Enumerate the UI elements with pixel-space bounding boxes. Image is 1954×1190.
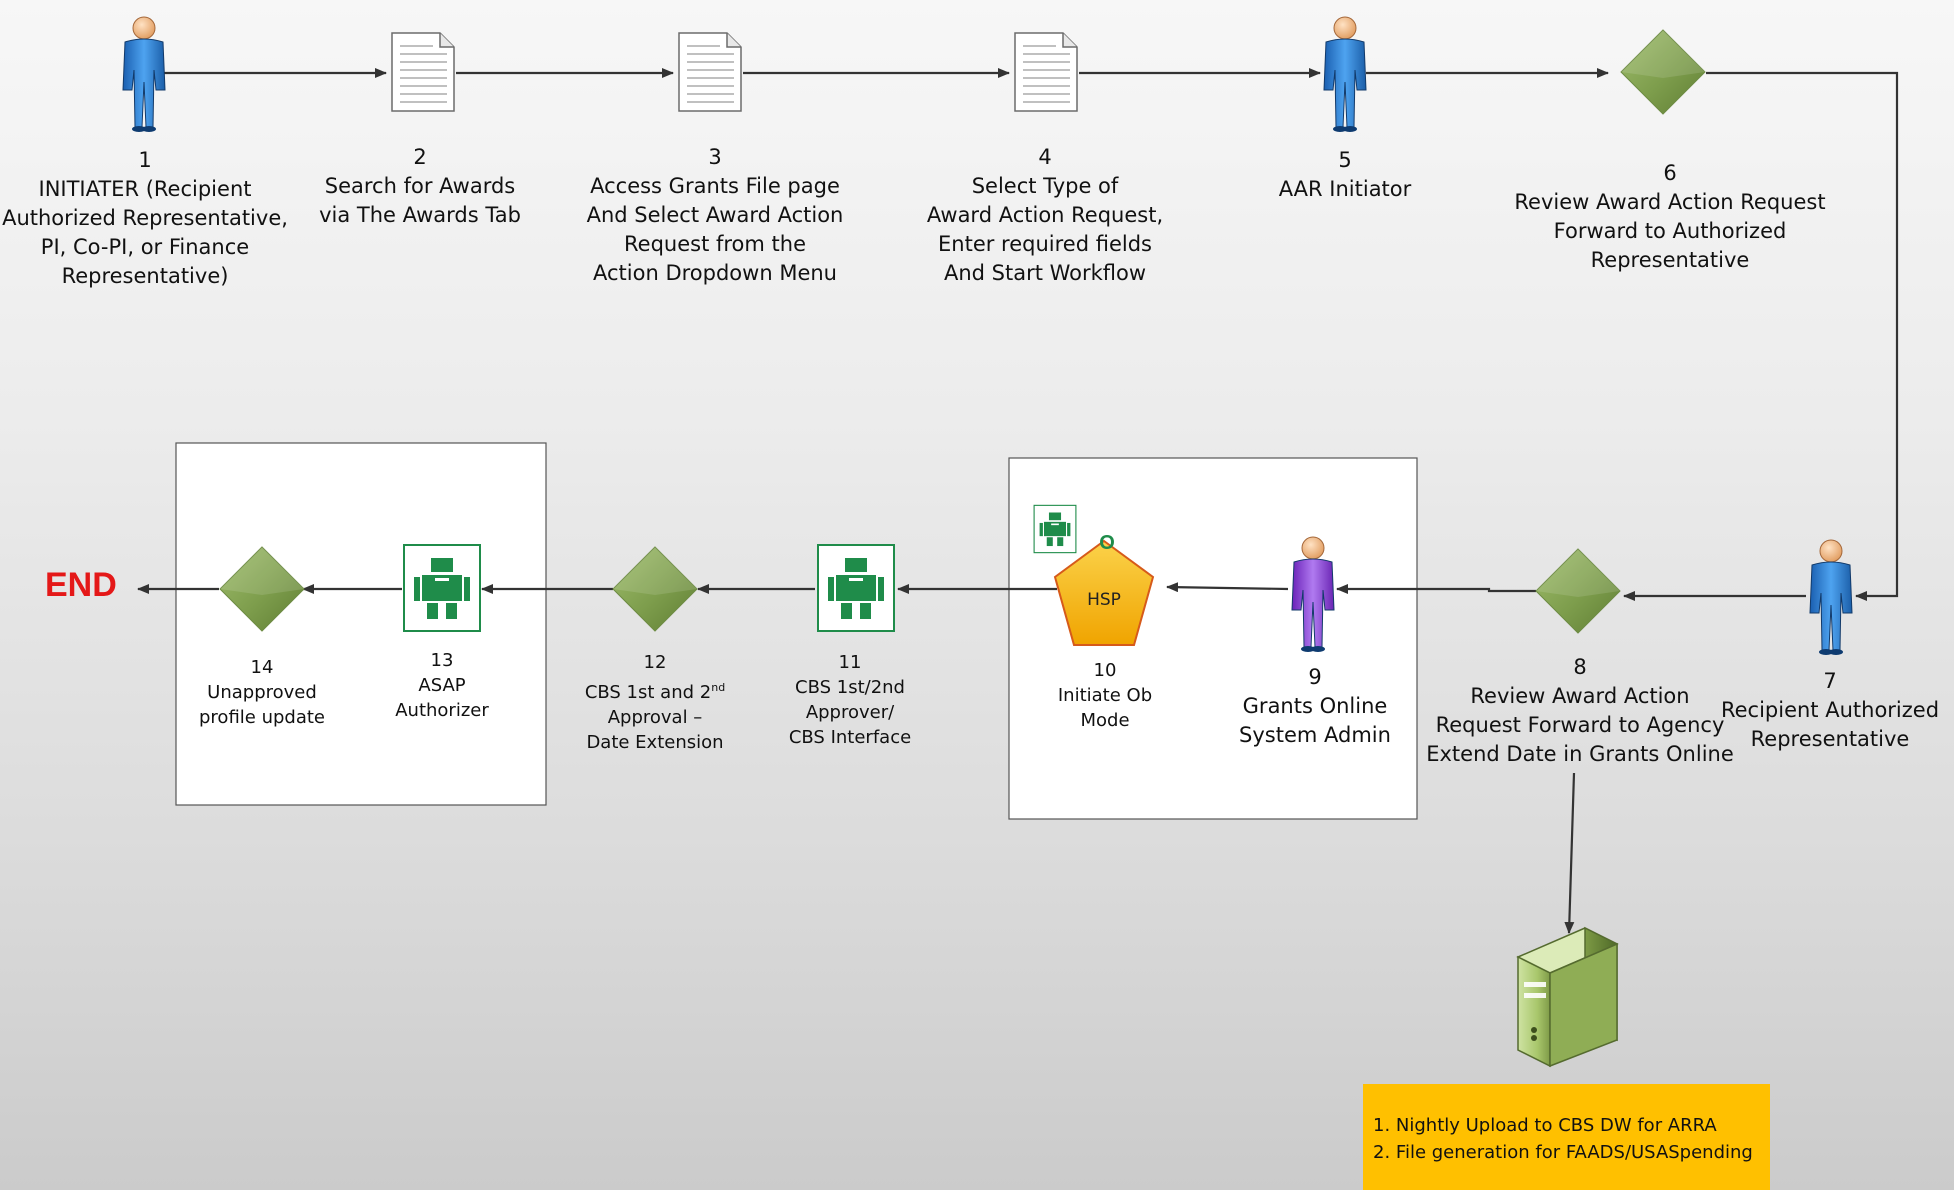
- step-text-main: CBS 1st and 2: [584, 682, 712, 703]
- step-text: CBS Interface: [788, 727, 912, 748]
- step-text: Access Grants File page: [590, 174, 840, 198]
- robot-icon-cbs-approver: [817, 544, 895, 632]
- server-icon: [1516, 926, 1619, 1068]
- step-text: Extend Date in Grants Online: [1426, 742, 1734, 766]
- step-text: Search for Awards: [324, 174, 516, 198]
- step-number: 9: [1308, 665, 1322, 689]
- step-text: via The Awards Tab: [319, 203, 521, 227]
- step-text: Recipient Authorized: [1720, 698, 1940, 722]
- note-line-1: 1. Nightly Upload to CBS DW for ARRA: [1373, 1115, 1717, 1136]
- step-text: Forward to Authorized: [1553, 219, 1787, 243]
- step-number: 11: [838, 652, 862, 673]
- step-number: 2: [413, 145, 427, 169]
- step-label-2: 2 Search for Awards via The Awards Tab: [290, 143, 550, 230]
- step-text: ASAP: [418, 675, 466, 696]
- arrow-8-server: [1564, 772, 1576, 934]
- note-line-2: 2. File generation for FAADS/USASpending: [1373, 1142, 1753, 1163]
- step-text: CBS 1st/2nd: [795, 677, 905, 698]
- step-text: AAR Initiator: [1278, 177, 1412, 201]
- step-label-4: 4 Select Type of Award Action Request, E…: [905, 143, 1185, 288]
- step-number: 4: [1038, 145, 1052, 169]
- decision-diamond-icon-8: [1535, 548, 1621, 634]
- step-text: And Select Award Action: [586, 203, 844, 227]
- step-text: Representative): [61, 264, 229, 288]
- step-text: Approval –: [607, 707, 703, 728]
- step-text: Review Award Action: [1470, 684, 1690, 708]
- robot-icon-small: [1033, 504, 1077, 554]
- decision-diamond-icon-6: [1620, 29, 1706, 115]
- step-text: Award Action Request,: [926, 203, 1164, 227]
- step-text: Action Dropdown Menu: [593, 261, 837, 285]
- step-text: PI, Co-PI, or Finance: [40, 235, 250, 259]
- step-text: Representative: [1750, 727, 1910, 751]
- arrow-6-7: [1706, 71, 1899, 601]
- step-text: System Admin: [1239, 723, 1391, 747]
- document-icon-select-type: [1014, 32, 1078, 112]
- step-number: 3: [708, 145, 722, 169]
- step-text: Request from the: [624, 232, 806, 256]
- step-number: 1: [138, 148, 152, 172]
- pentagon-icon-hsp: [1053, 539, 1155, 646]
- note-box: 1. Nightly Upload to CBS DW for ARRA 2. …: [1363, 1084, 1770, 1190]
- hsp-marker: O: [1099, 532, 1115, 554]
- step-label-3: 3 Access Grants File page And Select Awa…: [565, 143, 865, 288]
- decision-diamond-icon-12: [612, 546, 698, 632]
- step-label-11: 11 CBS 1st/2nd Approver/ CBS Interface: [770, 650, 930, 750]
- step-label-7: 7 Recipient Authorized Representative: [1710, 667, 1950, 754]
- step-label-5: 5 AAR Initiator: [1245, 146, 1445, 204]
- hsp-label: HSP: [1087, 590, 1121, 610]
- step-text: Request Forward to Agency: [1435, 713, 1725, 737]
- document-icon-access-grants: [678, 32, 742, 112]
- step-number: 5: [1338, 148, 1352, 172]
- step-text: Unapproved: [207, 682, 317, 703]
- step-label-8: 8 Review Award Action Request Forward to…: [1420, 653, 1740, 769]
- step-number: 12: [643, 652, 667, 673]
- superscript: nd: [711, 681, 726, 694]
- arrow-8-9: [1336, 584, 1536, 594]
- step-number: 8: [1573, 655, 1587, 679]
- step-text: Representative: [1590, 248, 1750, 272]
- step-text: profile update: [199, 707, 325, 728]
- step-label-13: 13 ASAP Authorizer: [372, 648, 512, 723]
- document-icon-search: [391, 32, 455, 112]
- step-label-6: 6 Review Award Action Request Forward to…: [1500, 159, 1840, 275]
- person-icon-aar-initiator: [1323, 16, 1367, 133]
- step-text: CBS 1st and 2nd: [565, 675, 745, 705]
- step-label-1: 1 INITIATER (Recipient Authorized Repres…: [0, 146, 290, 291]
- step-number: 7: [1823, 669, 1837, 693]
- step-number: 14: [250, 657, 274, 678]
- end-label: END: [45, 566, 117, 604]
- group-box-asap: [175, 442, 547, 806]
- step-text: Initiate Ob: [1057, 685, 1153, 706]
- step-text: Authorizer: [395, 700, 489, 721]
- step-number: 13: [430, 650, 454, 671]
- step-label-9: 9 Grants Online System Admin: [1215, 663, 1415, 750]
- step-text: Approver/: [805, 702, 895, 723]
- step-label-14: 14 Unapproved profile update: [182, 655, 342, 730]
- arrow-9-10: [1166, 582, 1289, 593]
- step-label-12: 12 CBS 1st and 2nd Approval – Date Exten…: [565, 650, 745, 755]
- step-text: And Start Workflow: [943, 261, 1147, 285]
- robot-icon-asap-authorizer: [403, 544, 481, 632]
- step-text: Select Type of: [971, 174, 1119, 198]
- person-icon-recipient-authorized: [1809, 539, 1853, 656]
- step-text: INITIATER (Recipient: [38, 177, 252, 201]
- step-text: Mode: [1080, 710, 1130, 731]
- person-icon-initiater: [122, 16, 166, 133]
- step-text: Review Award Action Request: [1514, 190, 1826, 214]
- step-text: Enter required fields: [938, 232, 1152, 256]
- step-text: Date Extension: [586, 732, 724, 753]
- step-number: 6: [1663, 161, 1677, 185]
- step-label-10: 10 Initiate Ob Mode: [1035, 658, 1175, 733]
- step-number: 10: [1093, 660, 1117, 681]
- step-text: Authorized Representative,: [2, 206, 288, 230]
- step-text: Grants Online: [1242, 694, 1388, 718]
